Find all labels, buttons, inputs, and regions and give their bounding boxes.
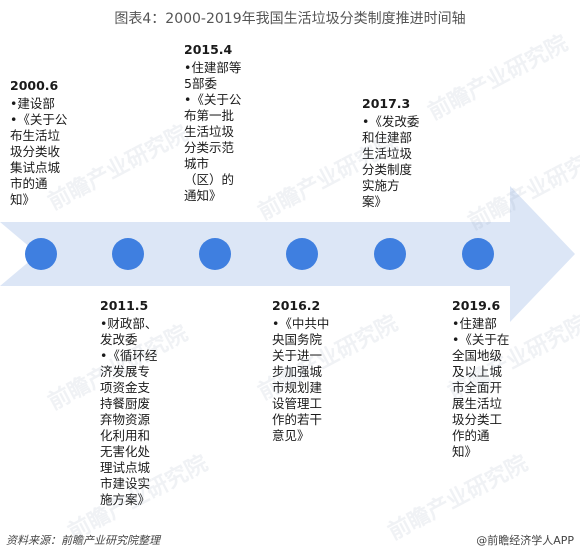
timeline-node-2011 [112, 238, 144, 270]
timeline-node-2019 [462, 238, 494, 270]
event-year: 2011.5 [100, 298, 149, 313]
event-2000: 2000.6 •建设部 •《关于公 布生活垃 圾分类收 集试点城 市的通 知》 [10, 78, 67, 208]
timeline-node-2016 [286, 238, 318, 270]
source-note: 资料来源：前瞻产业研究院整理 [6, 534, 160, 547]
event-year: 2019.6 [452, 298, 501, 313]
event-item: •《发改委 和住建部 生活垃圾 分类制度 实施方 案》 [362, 114, 420, 209]
event-2016: 2016.2 •《中共中 央国务院 关于进一 步加强城 市规划建 设管理工 作的… [272, 298, 329, 444]
event-item: •住建部等 5部委 [184, 60, 242, 91]
event-item: •《关于公 布第一批 生活垃圾 分类示范 城市 （区）的 通知》 [184, 92, 242, 203]
timeline-node-2000 [25, 238, 57, 270]
event-item: •《关于在 全国地级 及以上城 市全面开 展生活垃 圾分类工 作的通 知》 [452, 332, 510, 459]
event-2017: 2017.3 •《发改委 和住建部 生活垃圾 分类制度 实施方 案》 [362, 96, 419, 210]
event-2011: 2011.5 •财政部、 发改委 •《循环经 济发展专 项资金支 持餐厨废 弃物… [100, 298, 157, 508]
event-item: •建设部 [10, 96, 55, 111]
event-item: •《循环经 济发展专 项资金支 持餐厨废 弃物资源 化利用和 无害化处 理试点城… [100, 348, 158, 507]
event-item: •财政部、 发改委 [100, 316, 158, 347]
event-year: 2016.2 [272, 298, 321, 313]
timeline-node-2017 [374, 238, 406, 270]
event-year: 2015.4 [184, 42, 233, 57]
event-2015: 2015.4 •住建部等 5部委 •《关于公 布第一批 生活垃圾 分类示范 城市… [184, 42, 241, 204]
event-2019: 2019.6 •住建部 •《关于在 全国地级 及以上城 市全面开 展生活垃 圾分… [452, 298, 509, 460]
event-item: •住建部 [452, 316, 497, 331]
chart-title: 图表4：2000-2019年我国生活垃圾分类制度推进时间轴 [114, 11, 466, 27]
event-item: •《关于公 布生活垃 圾分类收 集试点城 市的通 知》 [10, 112, 68, 207]
brand-note: @前瞻经济学人APP [476, 534, 574, 547]
event-item: •《中共中 央国务院 关于进一 步加强城 市规划建 设管理工 作的若干 意见》 [272, 316, 330, 443]
event-year: 2017.3 [362, 96, 411, 111]
event-year: 2000.6 [10, 78, 59, 93]
timeline-node-2015 [199, 238, 231, 270]
